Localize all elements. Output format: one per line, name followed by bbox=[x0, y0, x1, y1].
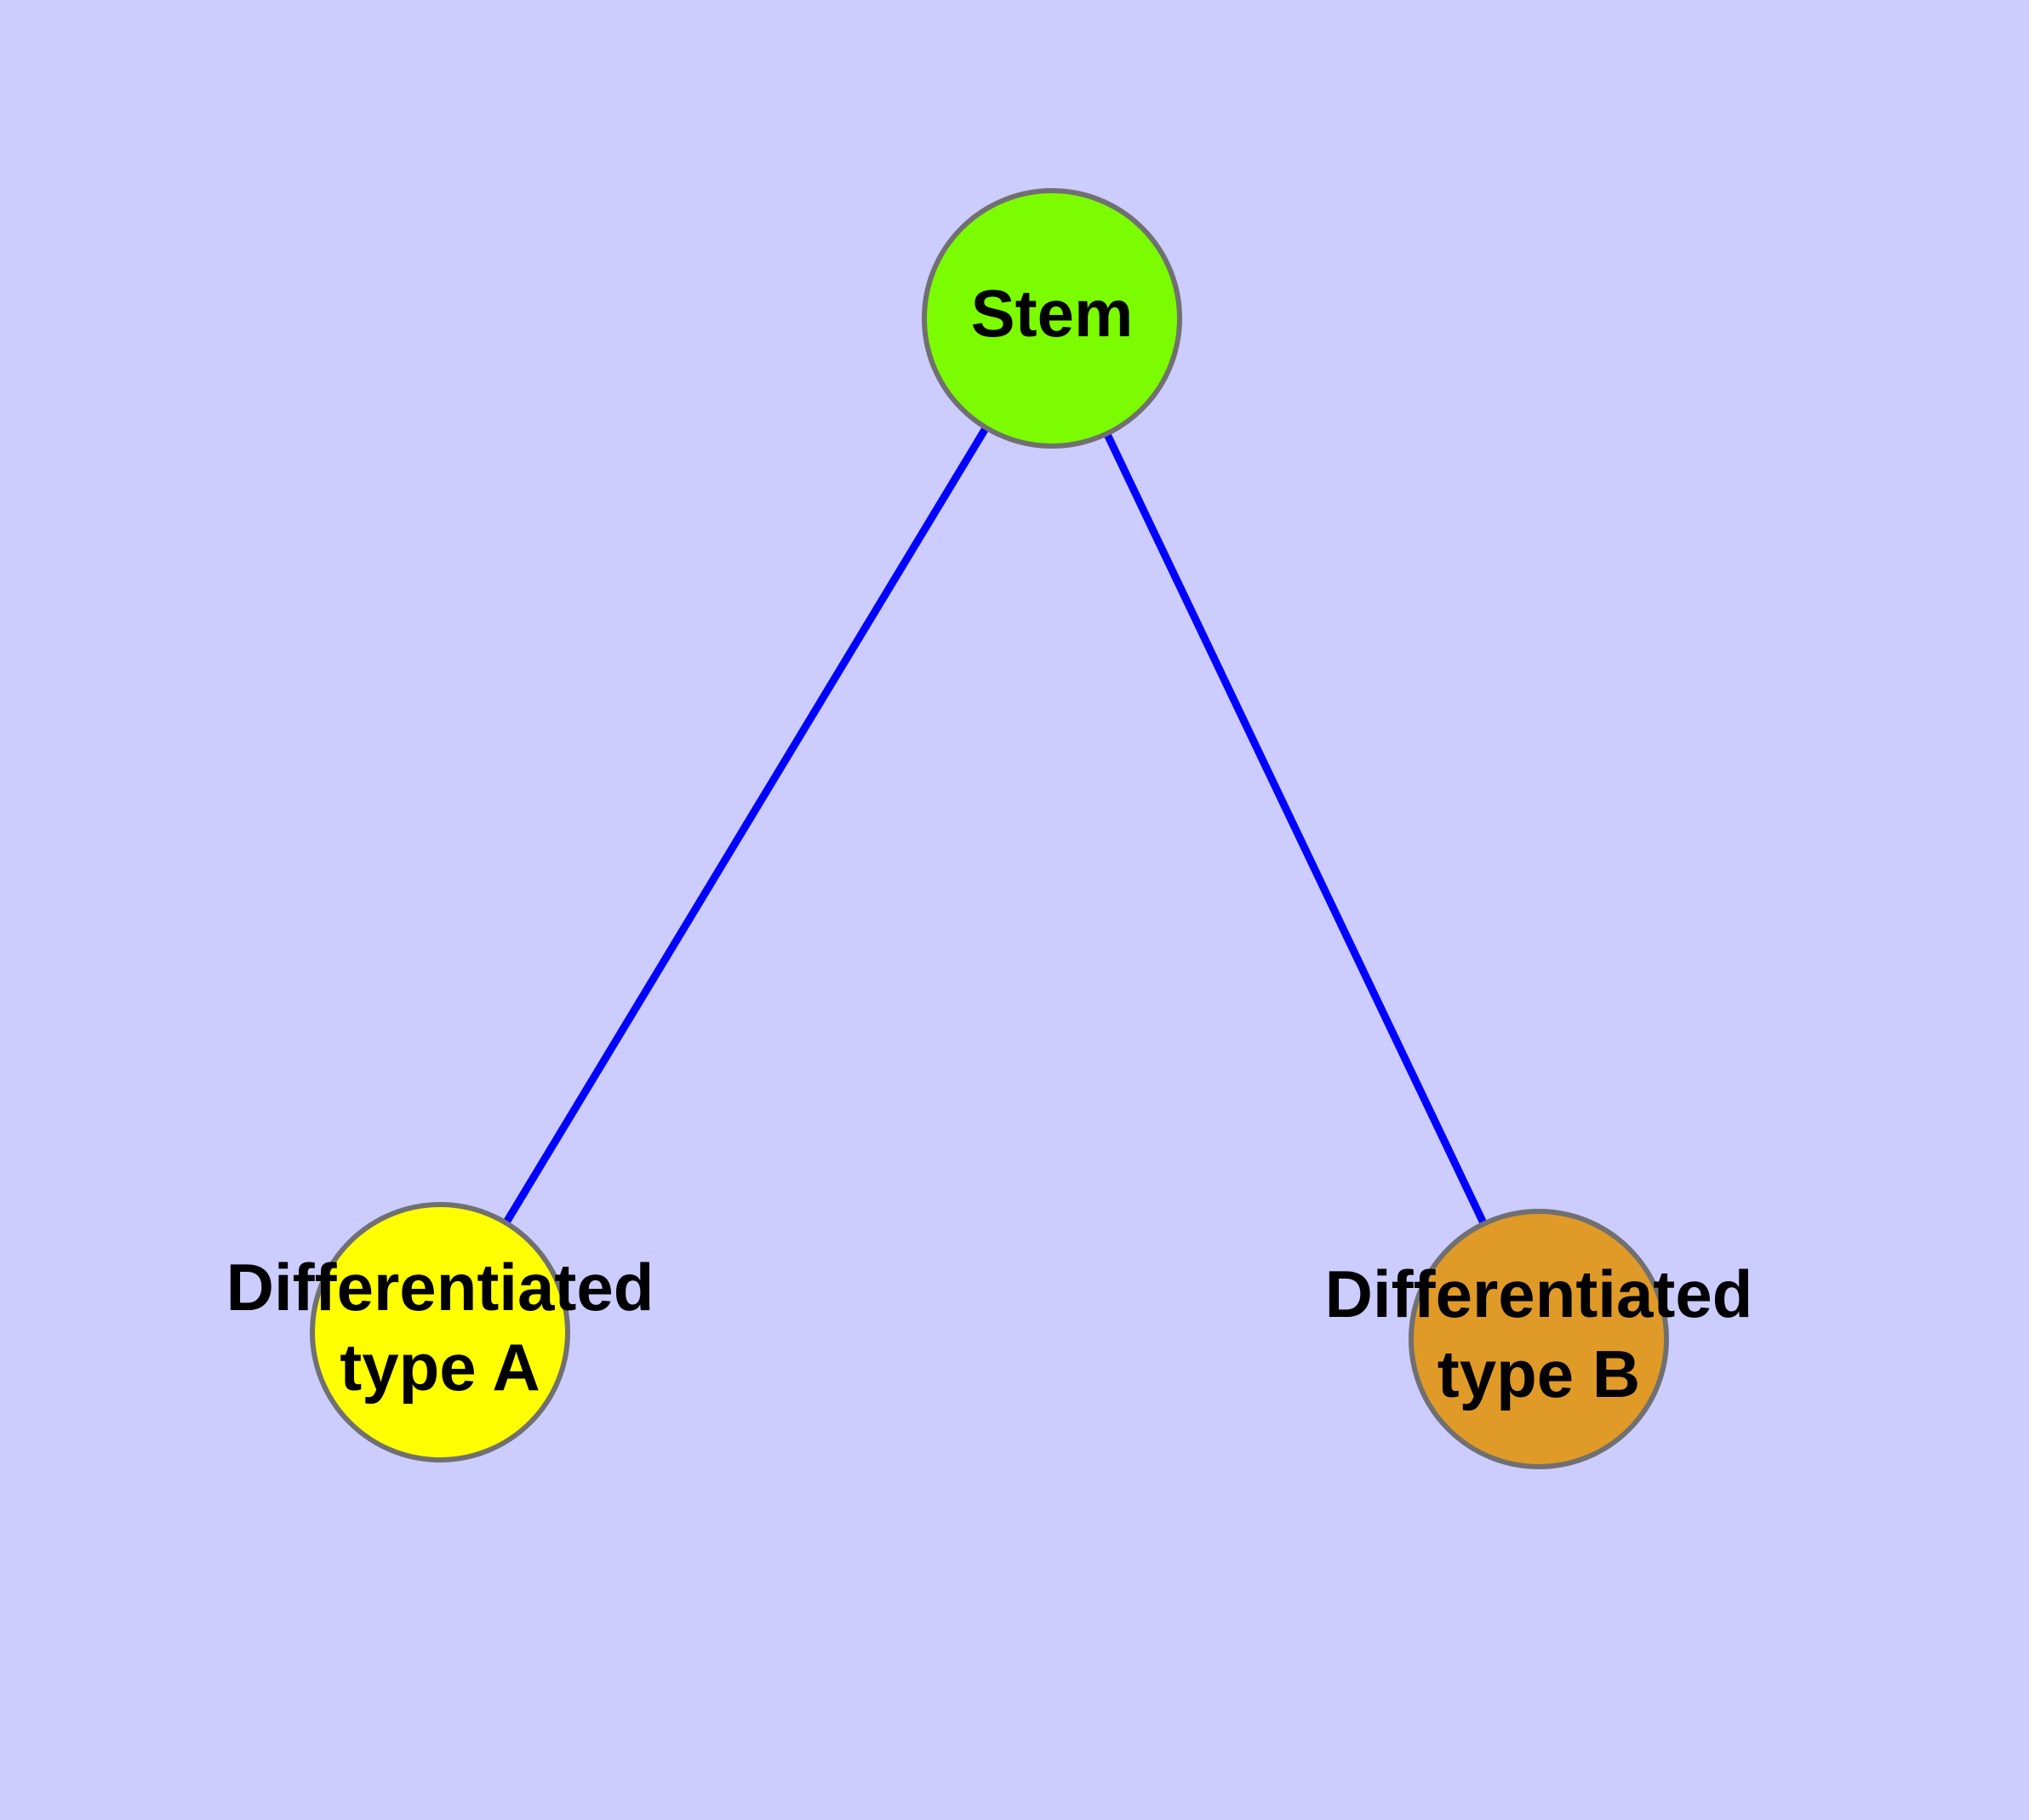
node-label-line: Stem bbox=[971, 276, 1134, 351]
node-diff_b[interactable] bbox=[1409, 1209, 1669, 1469]
edge-stem-to-diff_a[interactable] bbox=[437, 316, 1055, 1335]
nodes-layer bbox=[310, 188, 1669, 1469]
node-label-stem: Stem bbox=[971, 276, 1134, 351]
edges-layer bbox=[437, 316, 1543, 1341]
node-label-line: type A bbox=[340, 1330, 540, 1405]
node-stem[interactable] bbox=[922, 188, 1182, 449]
node-label-line: Differentiated bbox=[1325, 1256, 1753, 1331]
node-label-line: Differentiated bbox=[226, 1250, 654, 1325]
edge-stem-to-diff_b[interactable] bbox=[1048, 317, 1543, 1341]
node-diff_a[interactable] bbox=[310, 1202, 570, 1462]
node-label-line: type B bbox=[1437, 1336, 1640, 1411]
